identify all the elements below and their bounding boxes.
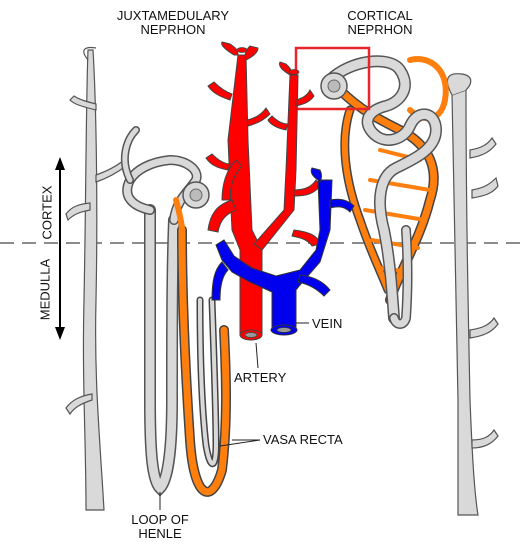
- loop-of-henle-label-line1: LOOP OF: [131, 512, 189, 527]
- juxtamedullary-label: JUXTAMEDULARY NEPRHON: [98, 9, 248, 37]
- artery-pointer: [255, 342, 259, 369]
- cortical-tubule: [324, 55, 442, 329]
- cortical-label: CORTICAL NEPRHON: [330, 9, 430, 37]
- vein-tree: [211, 167, 355, 331]
- medulla-label: MEDULLA: [37, 258, 53, 321]
- loop-of-henle-label-line2: HENLE: [138, 526, 182, 541]
- right-collecting-duct: [446, 73, 499, 516]
- juxtamedullary-label-line1: JUXTAMEDULARY: [116, 8, 230, 23]
- vasa-recta-label: VASA RECTA: [263, 432, 343, 447]
- vein-label: VEIN: [312, 316, 343, 331]
- cortex-label: CORTEX: [39, 185, 55, 240]
- cortical-label-line1: CORTICAL: [347, 8, 413, 23]
- vasa-recta-pointer-1: [219, 439, 261, 447]
- left-collecting-duct: [65, 46, 127, 511]
- cortical-label-line2: NEPRHON: [347, 22, 413, 37]
- artery-label: ARTERY: [234, 370, 287, 385]
- arrow-down-icon: [55, 327, 65, 340]
- artery-tree: [205, 41, 321, 336]
- arrow-up-icon: [55, 157, 65, 170]
- loop-of-henle-label: LOOP OF HENLE: [110, 513, 210, 541]
- vasa-recta: [173, 197, 231, 497]
- juxtamedullary-label-line2: NEPRHON: [140, 22, 206, 37]
